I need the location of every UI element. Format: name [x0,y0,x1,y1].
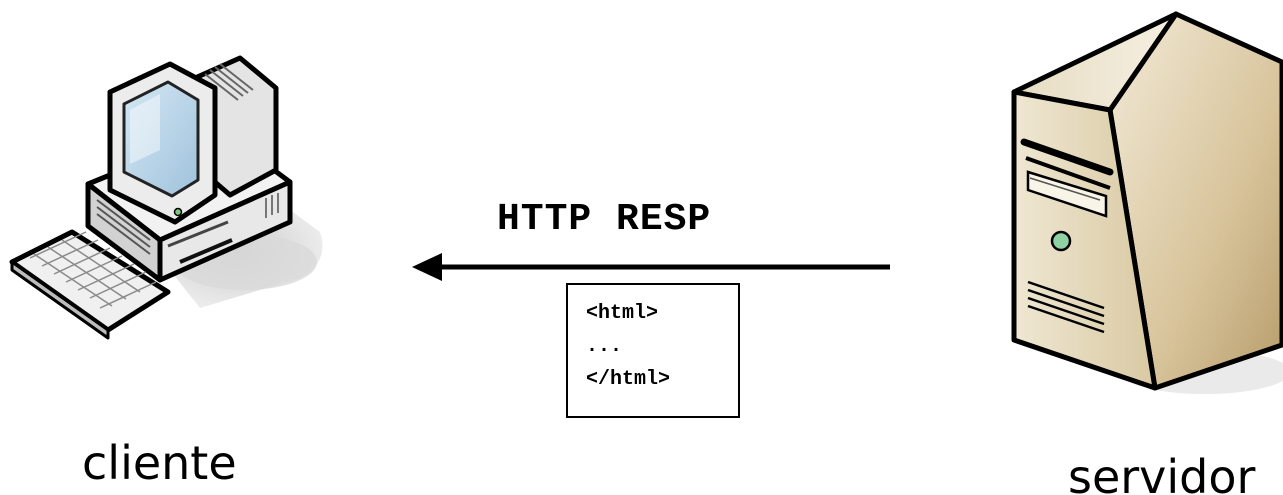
payload-box: <html> ... </html> [566,283,740,418]
desktop-computer-icon [9,55,323,340]
server-label: servidor [1068,450,1256,495]
message-label: HTTP RESP [497,198,712,241]
payload-line: ... [586,335,623,358]
payload-line: <html> [586,302,659,325]
client-label: cliente [82,436,237,490]
tower-server-icon [1011,11,1283,394]
payload-line: </html> [586,368,671,391]
response-arrow [412,253,890,281]
